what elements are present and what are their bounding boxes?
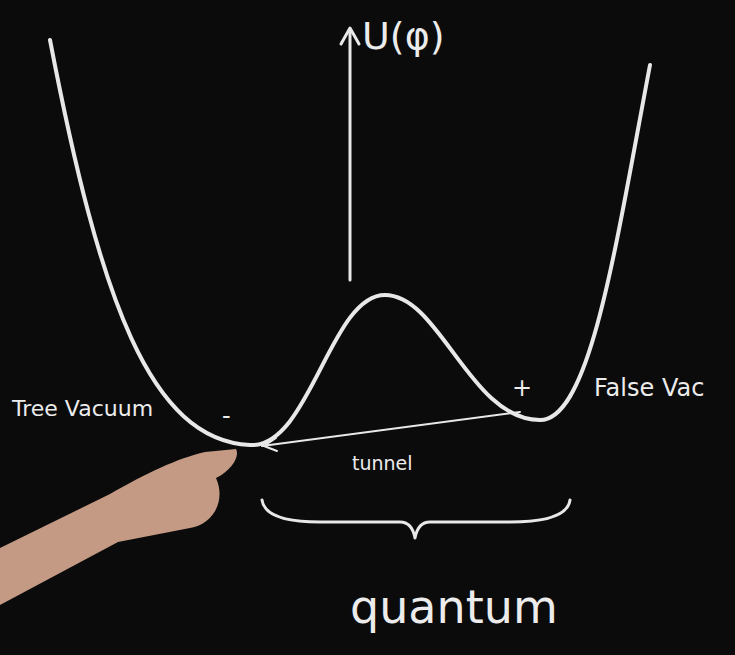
vacuum-label-box: Tree Vacuum bbox=[12, 396, 153, 421]
hand bbox=[0, 449, 237, 605]
vacuum-label-box: False Vac bbox=[594, 374, 704, 402]
brace bbox=[262, 500, 570, 538]
sign-label: - bbox=[222, 402, 231, 430]
vacuum-label: False Vac bbox=[594, 374, 704, 402]
y-axis bbox=[349, 30, 352, 280]
process-label: tunnel bbox=[352, 452, 413, 474]
sign-label: + bbox=[512, 374, 532, 402]
process-label-box: tunnel bbox=[352, 452, 413, 474]
axis-arrowhead bbox=[341, 28, 359, 44]
tunnel-arrowhead bbox=[264, 438, 277, 451]
vacuum-label: Tree Vacuum bbox=[12, 396, 153, 421]
brace-label-box: quantum bbox=[350, 580, 558, 634]
axis-label: U(φ) bbox=[362, 14, 445, 58]
brace-label: quantum bbox=[350, 580, 558, 634]
tunnel-line bbox=[262, 412, 520, 446]
sign-label-box: + bbox=[512, 374, 532, 402]
axis-label-box: U(φ) bbox=[362, 14, 445, 58]
sign-label-box: - bbox=[222, 402, 231, 430]
potential-curve bbox=[50, 40, 650, 445]
